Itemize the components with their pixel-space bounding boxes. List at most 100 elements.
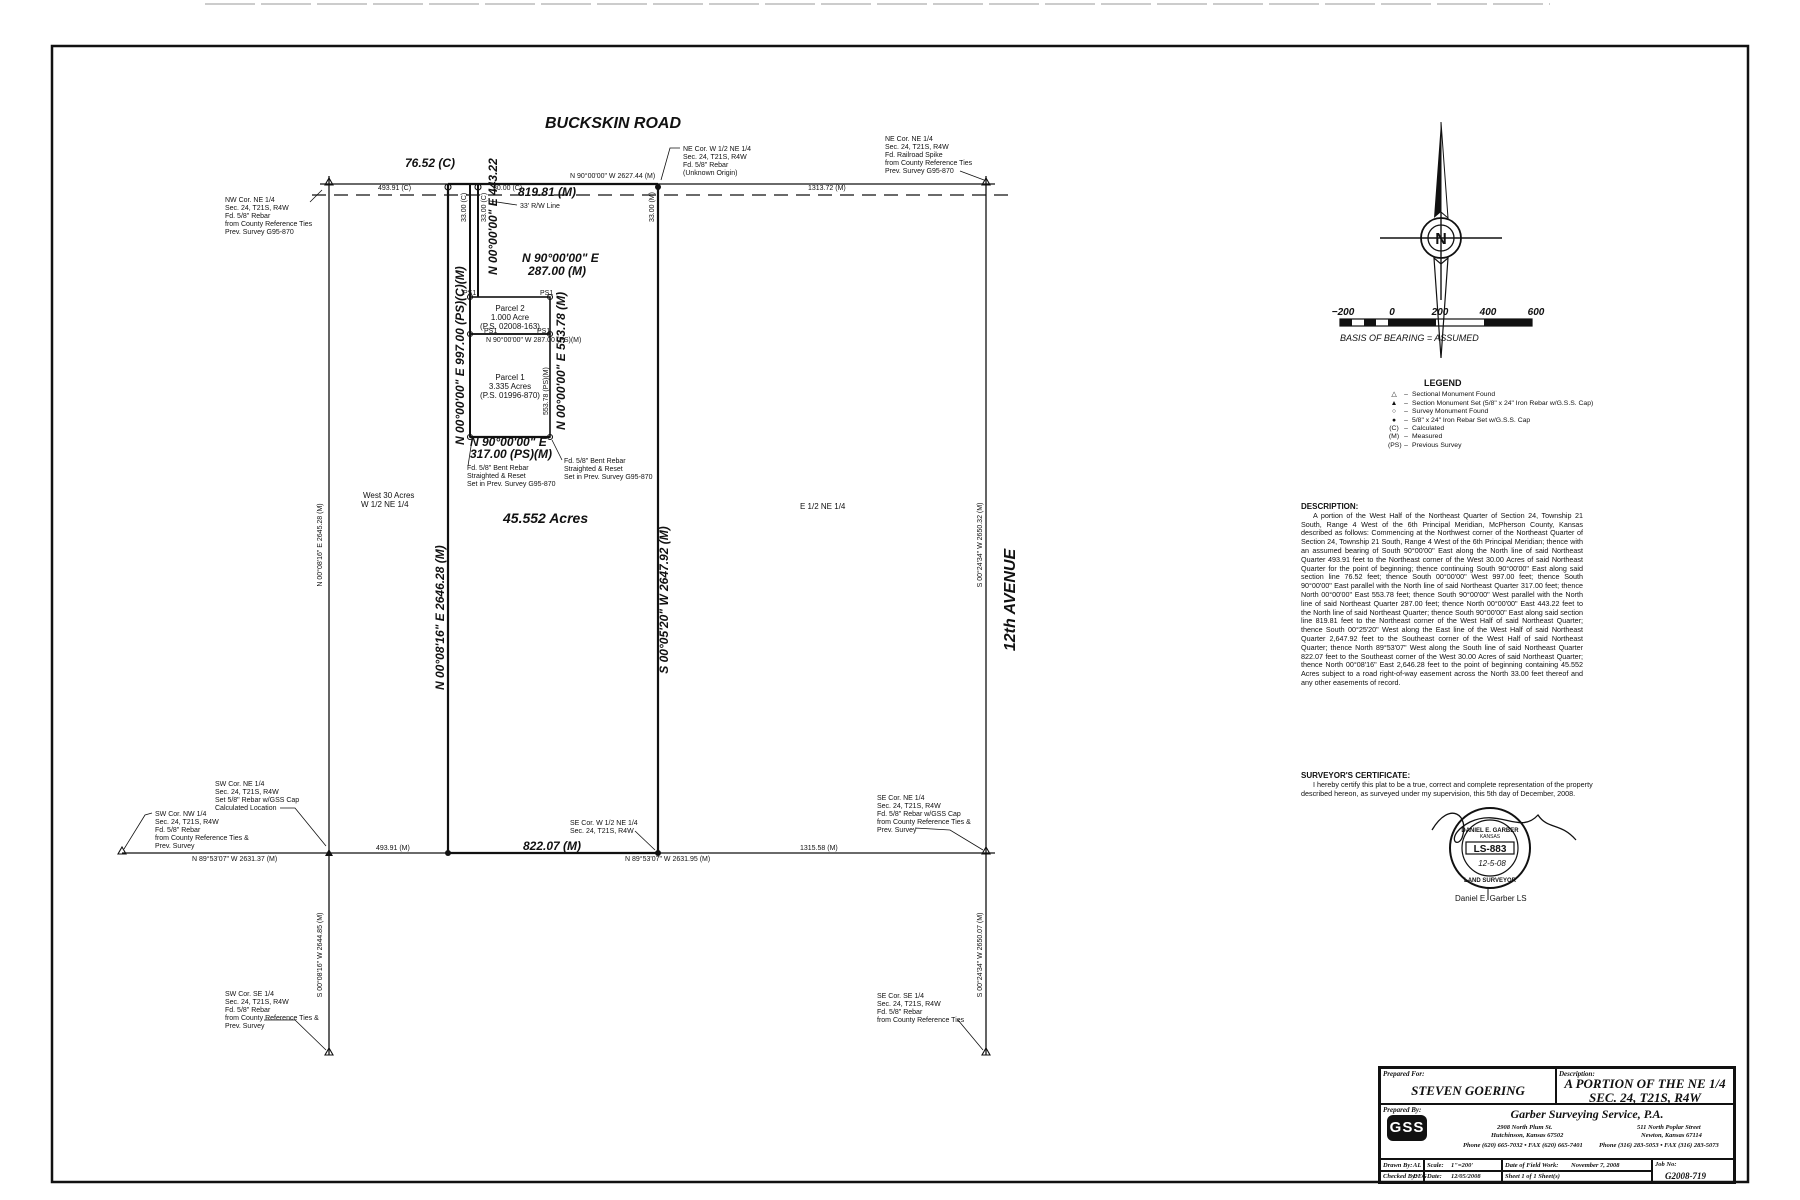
se-se-corner-callout: SE Cor. SE 1/4 Sec. 24, T21S, R4W Fd. 5/… (877, 993, 965, 1024)
north-arrow-n-icon: N (1435, 231, 1447, 248)
svg-text:SW Cor. NE 1/4: SW Cor. NE 1/4 (215, 781, 265, 788)
legend-title: LEGEND (1424, 378, 1462, 388)
scale-tick-0: 0 (1389, 307, 1395, 318)
client-name: STEVEN GOERING (1411, 1083, 1525, 1098)
svg-text:Sec. 24, T21S, R4W: Sec. 24, T21S, R4W (215, 789, 279, 796)
svg-text:SE Cor. NE 1/4: SE Cor. NE 1/4 (877, 795, 925, 802)
surveyor-name: Daniel E. Garber LS (1455, 894, 1527, 903)
svg-text:Straighted & Reset: Straighted & Reset (564, 466, 623, 473)
scale-tick-400: 400 (1479, 307, 1497, 318)
sheet-border (50, 44, 1750, 1184)
svg-text:33.00 (C): 33.00 (C) (481, 193, 488, 222)
basis-of-bearing: BASIS OF BEARING = ASSUMED (1340, 333, 1479, 343)
parcel2-name: Parcel 2 (495, 304, 525, 313)
seal-name: DANIEL E. GARBER (1461, 828, 1519, 834)
svg-text:NE Cor. W 1/2 NE 1/4: NE Cor. W 1/2 NE 1/4 (683, 146, 751, 153)
svg-text:Sec. 24, T21S, R4W: Sec. 24, T21S, R4W (225, 999, 289, 1006)
svg-text:NW Cor. NE 1/4: NW Cor. NE 1/4 (225, 197, 275, 204)
svg-text:Prev. Survey G95-870: Prev. Survey G95-870 (885, 168, 954, 175)
nw-corner-monument (324, 176, 334, 186)
svg-text:Prev. Survey: Prev. Survey (225, 1023, 265, 1030)
svg-text:SE Cor. SE 1/4: SE Cor. SE 1/4 (877, 993, 924, 1000)
ne-w12-monument (655, 184, 661, 190)
svg-text:Set in Prev. Survey G95-870: Set in Prev. Survey G95-870 (467, 481, 556, 488)
west-30-line1: West 30 Acres (363, 491, 414, 500)
svg-text:Fd. 5/8" Rebar: Fd. 5/8" Rebar (225, 1007, 271, 1014)
svg-text:Prev. Survey: Prev. Survey (155, 843, 195, 850)
bent-rebar-west-callout: Fd. 5/8" Bent Rebar Straighted & Reset S… (467, 465, 556, 488)
svg-text:Sec. 24, T21S, R4W: Sec. 24, T21S, R4W (155, 819, 219, 826)
svg-text:Sec. 24, T21S, R4W: Sec. 24, T21S, R4W (683, 154, 747, 161)
se-section-bearing: S 00°24'34" W 2650.07 (M) (976, 913, 984, 998)
legend-item: (M)–Measured (1388, 433, 1443, 441)
nw-corner-callout: NW Cor. NE 1/4 Sec. 24, T21S, R4W Fd. 5/… (225, 197, 313, 236)
company-logo: GSS (1387, 1115, 1427, 1141)
certificate-body: I hereby certify this plat to be a true,… (1301, 779, 1593, 798)
svg-text:Set 5/8" Rebar w/GSS Cap: Set 5/8" Rebar w/GSS Cap (215, 797, 299, 804)
tb-description-2: SEC. 24, T21S, R4W (1589, 1090, 1701, 1105)
certificate-title: SURVEYOR'S CERTIFICATE: (1301, 771, 1411, 780)
company-name: Garber Surveying Service, P.A. (1510, 1107, 1664, 1121)
seal-date: 12-5-08 (1478, 859, 1506, 868)
ps1-label-1: PS1 (463, 290, 476, 297)
dim-3000: 30.00 (C) (493, 185, 522, 192)
se-w12-monument (655, 850, 661, 856)
svg-text:SW Cor. SE 1/4: SW Cor. SE 1/4 (225, 991, 274, 998)
bent-rebar-east-callout: Fd. 5/8" Bent Rebar Straighted & Reset S… (564, 458, 653, 481)
parcel-mid-bearing: N 90°00'00" W 287.00 (PS)(M) (486, 336, 581, 344)
svg-text:33.00 (C): 33.00 (C) (461, 193, 468, 222)
ne-corner-callout: NE Cor. NE 1/4 Sec. 24, T21S, R4W Fd. Ra… (885, 136, 973, 175)
legend-item: (PS)–Previous Survey (1388, 441, 1462, 449)
road-east-label: 12th AVENUE (1002, 548, 1019, 652)
svg-text:Fd. 5/8" Rebar: Fd. 5/8" Rebar (877, 1009, 923, 1016)
ps1-label-2: PS1 (540, 290, 553, 297)
description-cell: Description: A PORTION OF THE NE 1/4 SEC… (1556, 1068, 1734, 1105)
east-tract-bearing: S 00°05'20" W 2647.92 (M) (657, 526, 671, 673)
svg-text:from County Reference Ties &: from County Reference Ties & (155, 835, 249, 842)
svg-text:Fd. 5/8" Rebar: Fd. 5/8" Rebar (683, 162, 729, 169)
sw-line-bearing: N 89°53'07" W 2631.37 (M) (192, 855, 277, 863)
svg-text:Fd. 5/8" Bent Rebar: Fd. 5/8" Bent Rebar (564, 458, 626, 465)
surveyor-seal: LS-883 12-5-08 DANIEL E. GARBER KANSAS L… (1431, 807, 1577, 900)
se-ne-corner-callout: SE Cor. NE 1/4 Sec. 24, T21S, R4W Fd. 5/… (877, 795, 971, 834)
svg-text:Sec. 24, T21S, R4W: Sec. 24, T21S, R4W (225, 205, 289, 212)
dim-81981: 819.81 (M) (518, 185, 576, 199)
west-tract-bearing: N 00°08'16" E 2646.28 (M) (433, 545, 447, 690)
parcel1-name: Parcel 1 (495, 373, 525, 382)
sw-tract-monument (445, 850, 451, 856)
legend-item: ○–Survey Monument Found (1391, 408, 1489, 416)
bearing-317: N 90°00'00" E (470, 435, 548, 449)
legend-item: ●–5/8" x 24" Iron Rebar Set w/G.S.S. Cap (1391, 416, 1531, 424)
sw-se-corner-callout: SW Cor. SE 1/4 Sec. 24, T21S, R4W Fd. 5/… (225, 991, 319, 1030)
svg-text:(Unknown Origin): (Unknown Origin) (683, 170, 737, 177)
parcel2-ps: (P.S. 02008-163) (480, 322, 540, 331)
scale-tick-neg200: −200 (1332, 307, 1355, 318)
svg-text:Fd. Railroad Spike: Fd. Railroad Spike (885, 152, 943, 159)
title-block: Prepared For: STEVEN GOERING Description… (1378, 1066, 1736, 1184)
svg-text:Prev. Survey: Prev. Survey (877, 827, 917, 834)
dim-7652: 76.52 (C) (405, 156, 455, 170)
svg-text:Sec. 24, T21S, R4W: Sec. 24, T21S, R4W (570, 828, 634, 835)
svg-text:from County Reference Ties &: from County Reference Ties & (225, 1015, 319, 1022)
legend: LEGEND △–Sectional Monument Found ▲–Sect… (1388, 378, 1648, 450)
svg-text:Calculated Location: Calculated Location (215, 805, 277, 812)
svg-text:NE Cor. NE 1/4: NE Cor. NE 1/4 (885, 136, 933, 143)
svg-text:Fd. 5/8" Rebar: Fd. 5/8" Rebar (225, 213, 271, 220)
sw-ne-corner-callout: SW Cor. NE 1/4 Sec. 24, T21S, R4W Set 5/… (215, 781, 299, 812)
dim-49391: 493.91 (C) (378, 185, 411, 192)
ps1-label-4: PS1 (537, 328, 550, 335)
dim-82207: 822.07 (M) (523, 839, 581, 853)
svg-text:SE Cor. W 1/2 NE 1/4: SE Cor. W 1/2 NE 1/4 (570, 820, 638, 827)
east-section-bearing: S 00°24'34" W 2650.32 (M) (976, 503, 984, 588)
svg-text:from County Reference Ties: from County Reference Ties (885, 160, 973, 167)
prepared-by-cell: Prepared By: GSS Garber Surveying Servic… (1380, 1104, 1734, 1159)
svg-text:Set in Prev. Survey G95-870: Set in Prev. Survey G95-870 (564, 474, 653, 481)
north-arrow: N (1380, 121, 1502, 359)
svg-text:Fd. 5/8" Rebar: Fd. 5/8" Rebar (155, 827, 201, 834)
east-half-label: E 1/2 NE 1/4 (800, 502, 846, 511)
rw-line-label: 33' R/W Line (520, 203, 560, 210)
pob-monument (444, 183, 452, 191)
svg-text:Fd. 5/8" Rebar w/GSS Cap: Fd. 5/8" Rebar w/GSS Cap (877, 811, 961, 818)
seal-state: KANSAS (1480, 834, 1501, 840)
